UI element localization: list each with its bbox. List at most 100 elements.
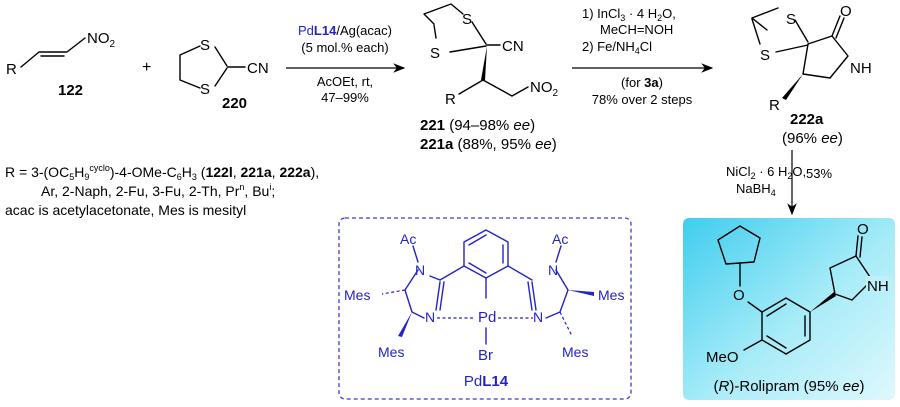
nitrogen-label-left-top: N [415,262,425,278]
ring-bond-upper [214,46,228,67]
right-ring-bonds [545,269,569,319]
compound-number-221a: 221a [420,136,454,153]
compound-222a: S S O NH R 222a (96% ee) [751,3,874,147]
note-compound: 3a [644,75,659,90]
ee-range-text: (94–98% [445,117,513,134]
carbonyl-bond [831,15,841,37]
arrow-2: 1) InCl3 · 4 H2O, MeCH=NOH 2) Fe/NH4Cl (… [572,6,714,107]
carbonyl-bond [855,235,859,257]
svg-text:NO2: NO2 [87,30,116,50]
sulfur-label-right: S [786,11,796,28]
catalyst-name: PdL14 [464,373,509,390]
palladium-label: Pd [478,309,496,326]
nitrogen-label-right-top: N [548,262,558,278]
ring-top-bond [751,7,779,19]
nitromethyl-chain [482,79,529,97]
lactam-ring [802,35,849,79]
sulfur-label-left: S [760,47,770,64]
nitrogen-label-left-bottom: N [425,309,435,325]
acetyl-label-right: Ac [552,231,568,247]
nitro-label: NO [530,79,553,96]
compound-221: S S CN R NO2 221 (94–98% ee) 221a (88%, … [420,3,559,153]
mesityl-label-2: Mes [378,344,404,360]
left-ring-bonds [404,269,425,319]
nitro-subscript: 2 [110,39,116,50]
nitrogen-label-right-bottom: N [533,309,543,325]
arrow-1: PdL14/Ag(acac) (5 mol.% each) AcOEt, rt,… [286,23,406,105]
compound-number-221: 221 [420,117,445,134]
note-open: (for [621,75,644,90]
ring-bond-lower [214,67,228,87]
ee-close: ) [838,130,843,147]
sulfur-label-bottom: S [200,81,210,98]
svg-text:NaBH4: NaBH4 [736,181,776,198]
ring-bond-c [449,45,487,53]
oxygen-label-carbonyl: O [857,221,869,238]
oxygen-label: O [840,3,852,20]
r-bond [458,79,484,95]
compound-number-220: 220 [222,95,247,112]
substituent-notes: R = 3-(OC5H9cyclo)-4-OMe-C6H3 (122l, 221… [5,163,319,218]
step1-oxime: MeCH=NOH [600,22,673,37]
rolipram-name: (R)-Rolipram (95% ee) [714,378,865,395]
ee-close: ) [552,136,557,153]
svg-text:2) Fe/NH4Cl: 2) Fe/NH4Cl [582,39,652,56]
pincer-benzene-ring [463,229,509,279]
bromide-label: Br [478,347,493,364]
cyclopentyl-ring [717,225,761,265]
cocatalyst-label: /Ag(acac) [336,23,392,38]
rolipram: O MeO O NH (R)-Rolipram (95% ee) [683,218,895,400]
catalyst-frame [338,217,632,400]
note-line-3: acac is acetylacetonate, Mes is mesityl [5,202,246,218]
sulfur-label-right: S [462,11,472,28]
wedge-bond [810,292,836,312]
dithiolane-left-bonds [179,45,201,89]
sulfur-label-top: S [200,37,210,54]
note-line-1: R = 3-(OC5H9cyclo)-4-OMe-C6H3 (122l, 221… [5,163,319,182]
yield-ee-text: (88%, 95% [453,136,535,153]
note-close: ) [659,75,663,90]
step1-reagent: 1) InCl [582,6,620,21]
borohydride-reagent: NaBH [736,181,771,196]
cyano-label: CN [247,60,269,77]
arrow-3: NiCl2 · 6 H2O, NaBH4 53% [726,150,832,216]
svg-text:221 (94–98% ee): 221 (94–98% ee) [420,117,535,134]
mesityl-label-3: Mes [598,287,624,303]
compound-220: S S CN 220 [179,37,269,112]
methoxy-label: MeO [706,349,739,366]
ee-close: ) [530,117,535,134]
svg-text:NiCl2 · 6 H2O,: NiCl2 · 6 H2O, [726,164,806,181]
methoxy-bond [743,339,763,351]
catalyst-loading-label: (5 mol.% each) [301,40,388,55]
svg-text:PdL14/Ag(acac): PdL14/Ag(acac) [298,23,392,38]
mesityl-label-4: Mes [562,344,588,360]
nitro-subscript: 2 [553,88,559,99]
reduction-reagent: NiCl [726,164,751,179]
ee-italic: ee [535,136,552,153]
ring-right-bond [794,19,809,43]
compound-122: R NO2 122 [6,30,116,99]
svg-text:NO2: NO2 [530,79,559,99]
step-yield: 53% [806,166,832,181]
two-step-yield: 78% over 2 steps [592,92,693,107]
ring-bond-a [433,24,437,39]
wedge-bond [782,74,803,100]
catalyst-pd-label: Pd [298,23,314,38]
svg-text:1) InCl3 · 4 H2O,: 1) InCl3 · 4 H2O, [582,6,676,23]
compound-number-122: 122 [58,82,83,99]
sulfur-label-left: S [430,45,440,62]
acetyl-label-left: Ac [400,231,416,247]
note-line-2: Ar, 2-Naph, 2-Fu, 3-Fu, 2-Th, Prn, Bui; [41,182,275,199]
catalyst-pdl14: Pd Br N N Ac Mes Mes N N Ac Mes Mes PdL1… [338,217,632,400]
dithiolane-top-bonds [423,3,464,25]
ee-open: (96% [782,130,821,147]
ee-italic: ee [513,117,530,134]
ee-italic: ee [821,130,838,147]
svg-text:(for 3a): (for 3a) [621,75,663,90]
svg-text:221a (88%, 95% ee): 221a (88%, 95% ee) [420,136,557,153]
step2-reagent: 2) Fe/NH [582,39,635,54]
nitro-label: NO [87,30,110,47]
nh-label: NH [867,278,889,295]
